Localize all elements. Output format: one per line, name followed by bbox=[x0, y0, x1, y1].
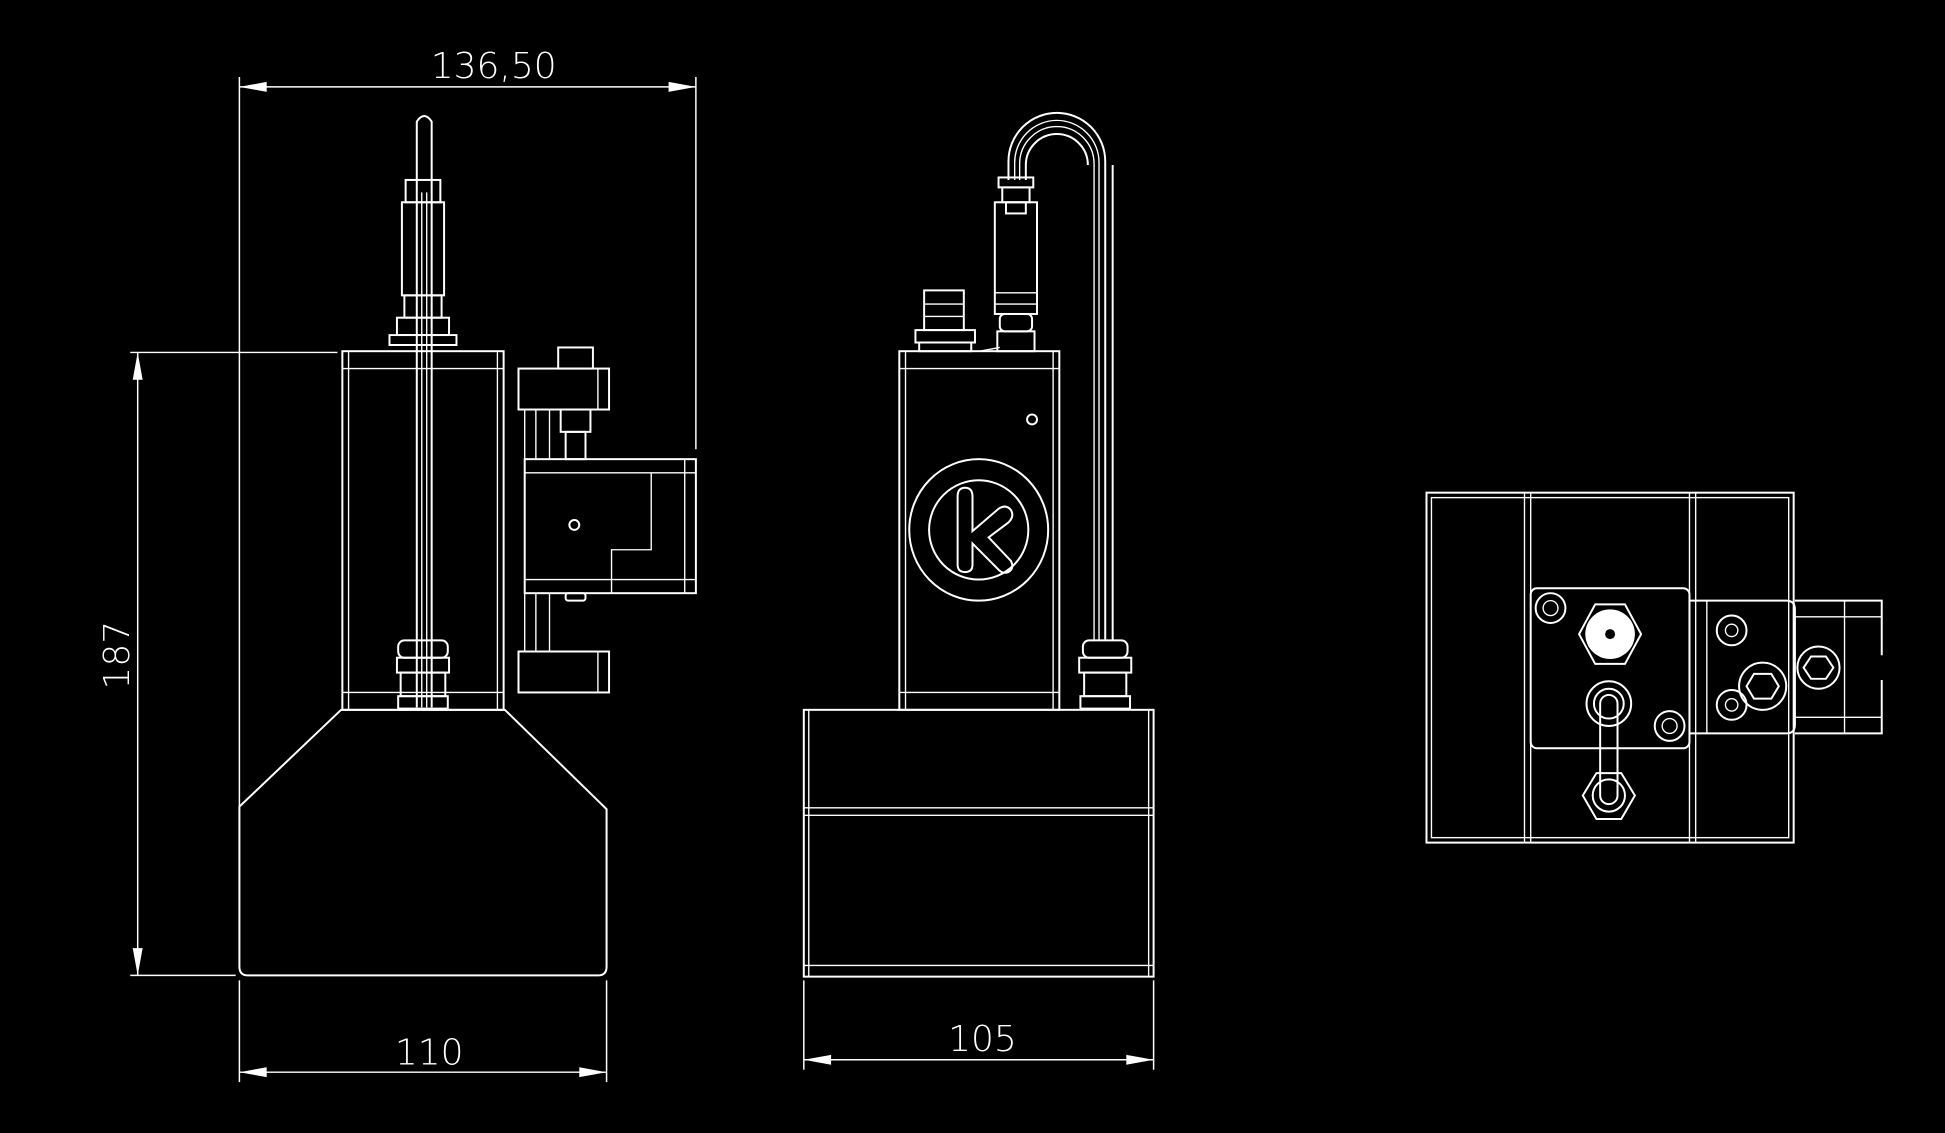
dimension-height: 187 bbox=[97, 351, 338, 977]
screw-icon bbox=[1534, 592, 1567, 624]
top-view bbox=[1425, 491, 1883, 844]
side-base-housing bbox=[238, 708, 608, 977]
cable-port-icon bbox=[1585, 680, 1633, 727]
front-view: 105 bbox=[802, 112, 1155, 1070]
hex-fitting-icon bbox=[1577, 603, 1643, 665]
dimension-label-base-width-side: 110 bbox=[395, 1033, 464, 1074]
dimension-base-width-side: 110 bbox=[238, 980, 608, 1083]
top-side-bracket bbox=[1689, 599, 1883, 735]
front-threaded-connector bbox=[914, 289, 976, 353]
side-bracket bbox=[517, 346, 697, 694]
top-housing-outline bbox=[1425, 491, 1795, 844]
dimension-label-overall-width: 136,50 bbox=[431, 46, 557, 87]
nut-icon bbox=[1796, 645, 1841, 690]
indicator-led-icon bbox=[1026, 413, 1038, 426]
top-mount-plate bbox=[1529, 587, 1691, 821]
front-cable bbox=[1007, 112, 1114, 641]
nut-icon bbox=[1738, 661, 1788, 711]
front-base-housing bbox=[802, 708, 1155, 978]
screw-icon bbox=[1715, 688, 1748, 721]
front-upper-box bbox=[898, 350, 1061, 711]
screw-icon bbox=[1715, 614, 1748, 647]
front-sensor-connector bbox=[979, 176, 1038, 353]
side-upper-box bbox=[341, 350, 505, 711]
side-probe bbox=[388, 115, 458, 710]
bracket-hole-icon bbox=[568, 518, 581, 531]
front-cable-gland bbox=[1078, 639, 1133, 710]
cable-top-icon bbox=[1599, 693, 1619, 806]
cable-gland-hex-icon bbox=[1581, 772, 1637, 821]
brand-logo-k-icon bbox=[908, 458, 1050, 602]
dimension-label-height: 187 bbox=[97, 621, 138, 690]
dimension-label-base-width-front: 105 bbox=[948, 1019, 1017, 1060]
dimension-overall-width: 136,50 bbox=[238, 46, 697, 807]
side-view: 136,50 187 110 bbox=[97, 46, 697, 1083]
dimension-base-width-front: 105 bbox=[803, 980, 1155, 1070]
screw-icon bbox=[1653, 710, 1686, 742]
